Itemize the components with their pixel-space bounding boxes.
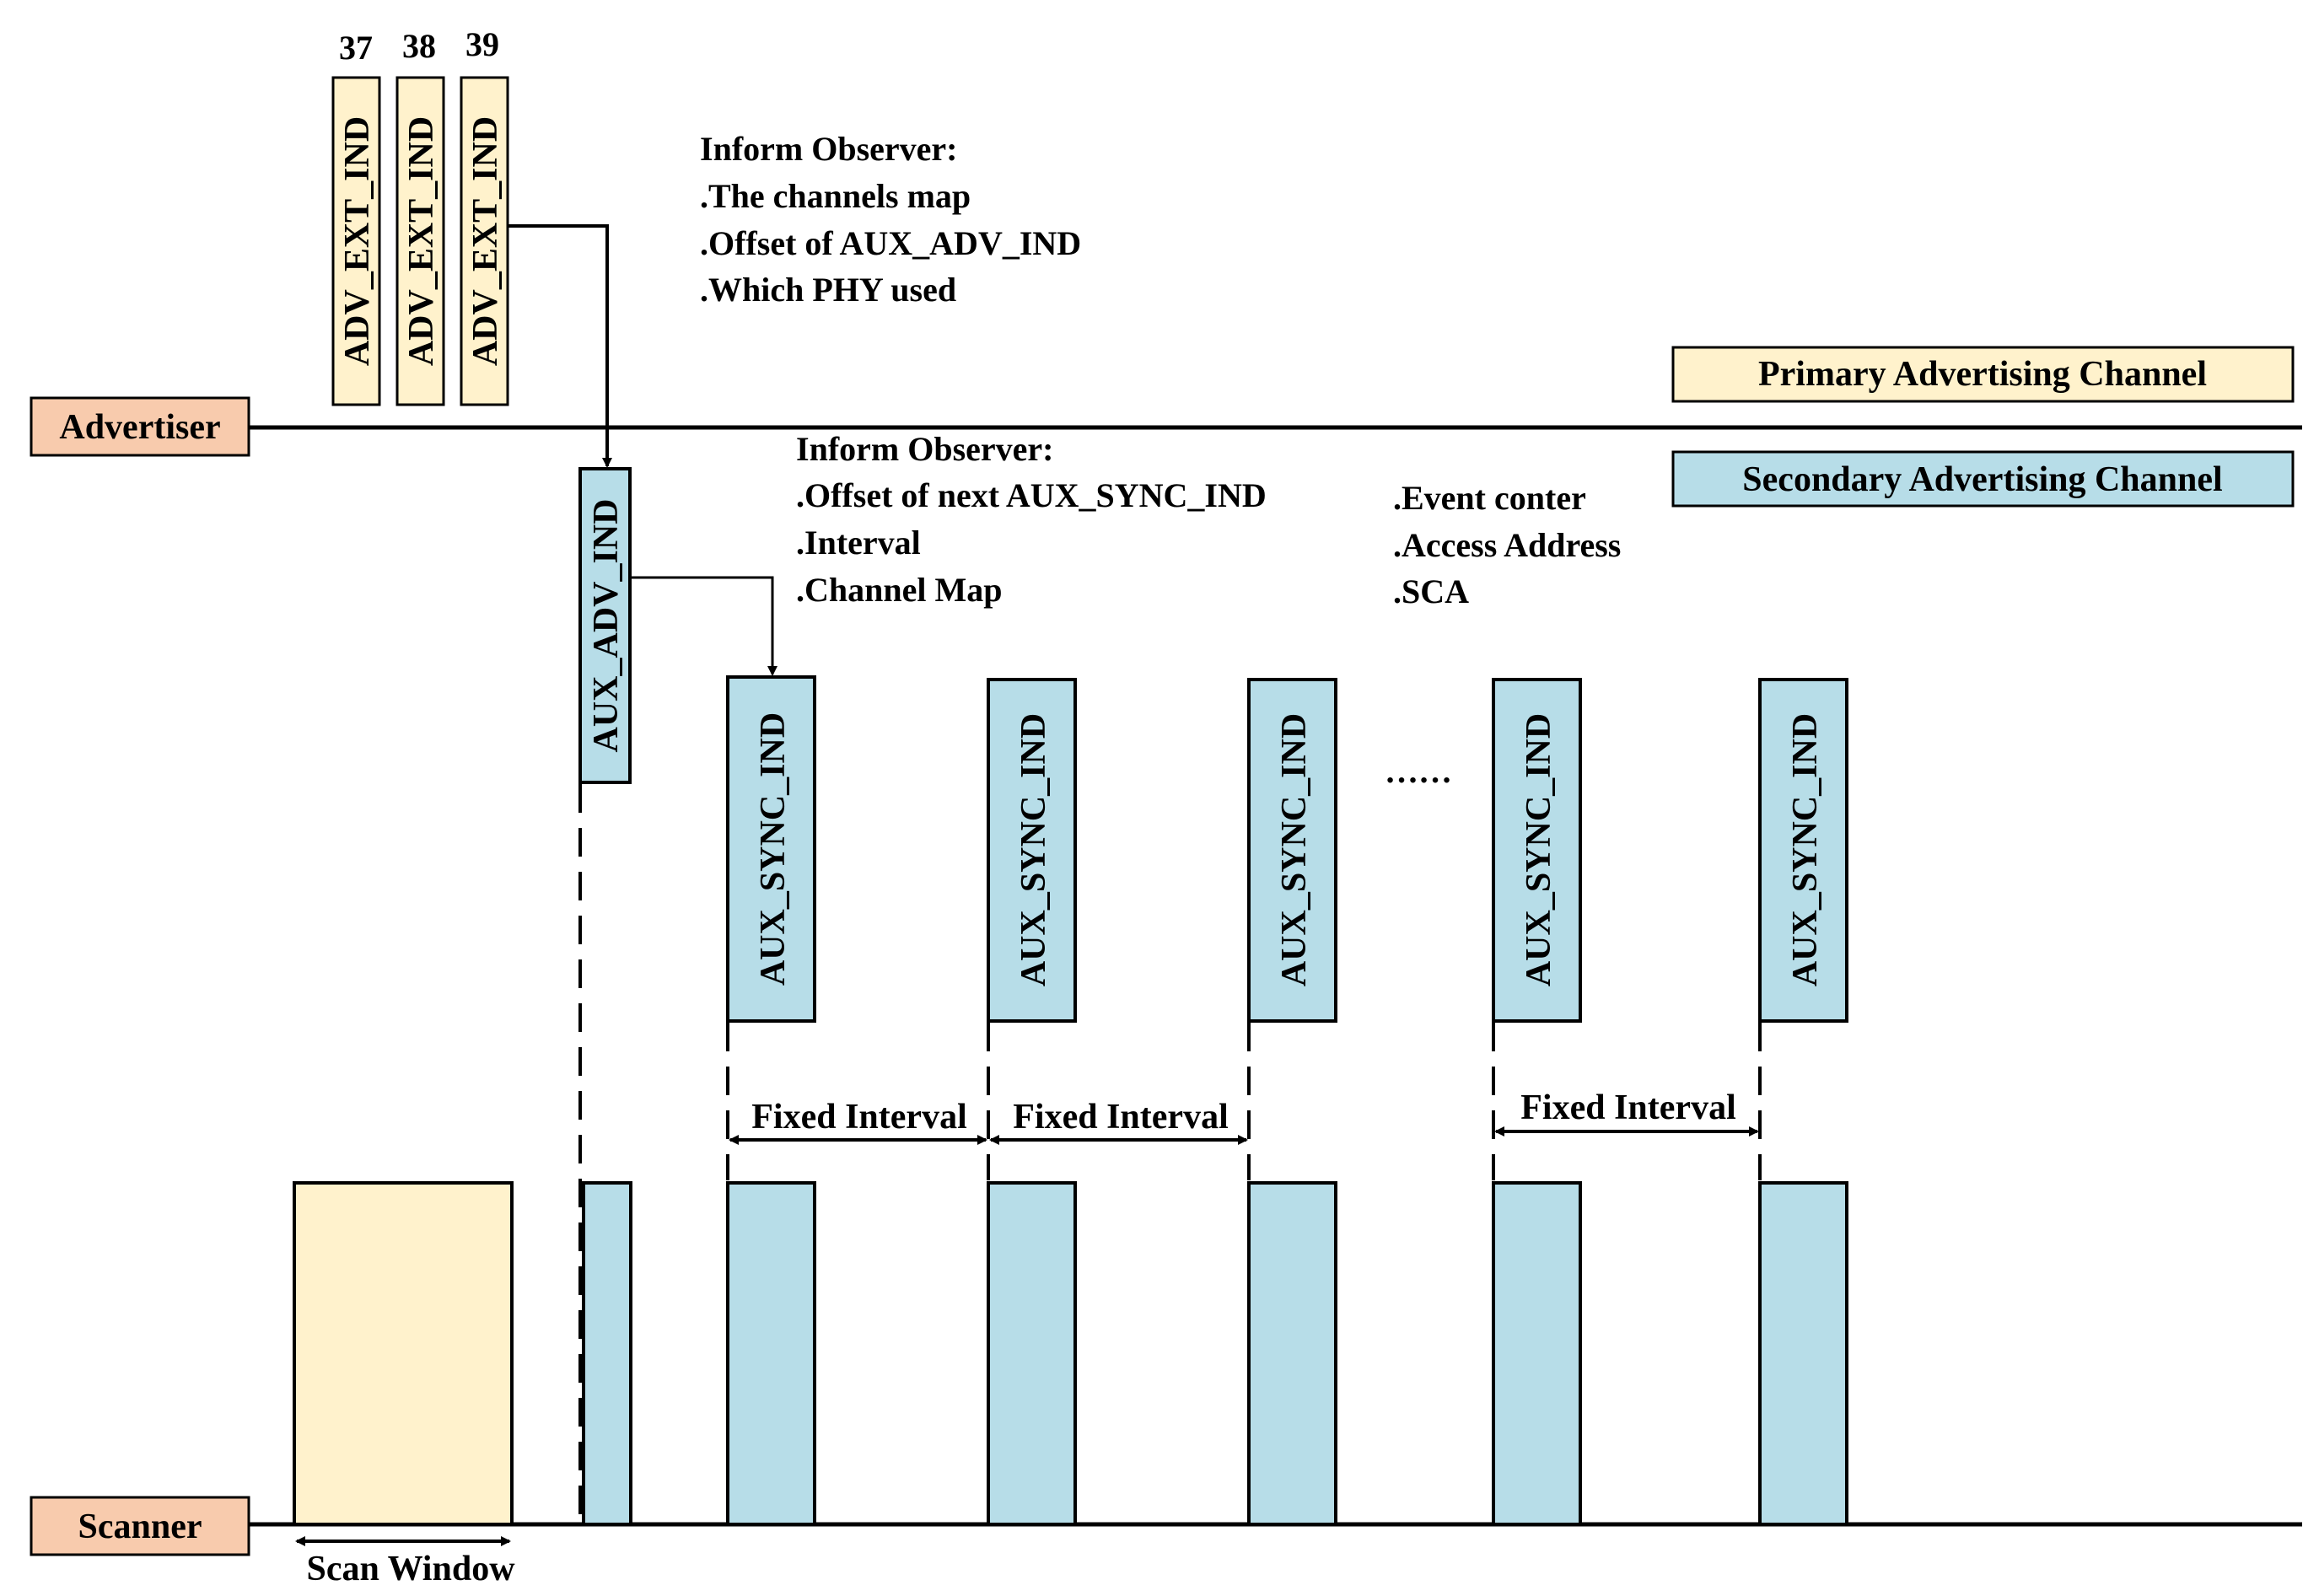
note2-line-3: .Channel Map	[796, 571, 1003, 609]
legend-secondary: Secondary Advertising Channel	[1671, 450, 2295, 508]
note2-line-2: .Interval	[796, 524, 921, 562]
fixed-interval-label-1: Fixed Interval	[751, 1098, 966, 1137]
note1-line-1: .The channels map	[700, 177, 971, 215]
aux-sync-ind-5: AUX_SYNC_IND	[1758, 678, 1848, 1023]
scanner-actor: Scanner	[30, 1496, 250, 1556]
legend-primary-label: Primary Advertising Channel	[1758, 355, 2207, 394]
adv-ext-ind-37: ADV_EXT_IND	[331, 76, 381, 406]
channel-39: 39	[465, 25, 499, 63]
aux-sync-ind-1: AUX_SYNC_IND	[726, 675, 816, 1023]
scan-window-block	[293, 1181, 514, 1526]
scanner-sync-block-2	[987, 1181, 1077, 1526]
aux-adv-ind: AUX_ADV_IND	[578, 467, 632, 784]
advertiser-actor: Advertiser	[30, 396, 250, 457]
aux-sync-ind-4-label: AUX_SYNC_IND	[1520, 713, 1558, 986]
channel-37: 37	[339, 29, 373, 67]
aux-adv-ind-label: AUX_ADV_IND	[587, 499, 626, 753]
arrow-aux-adv-to-aux-sync	[630, 576, 777, 676]
aux-sync-ind-2-label: AUX_SYNC_IND	[1014, 713, 1053, 986]
aux-sync-ind-5-label: AUX_SYNC_IND	[1786, 713, 1825, 986]
adv-ext-ind-39-label: ADV_EXT_IND	[466, 116, 505, 366]
note1-line-2: .Offset of AUX_ADV_IND	[700, 224, 1081, 262]
aux-sync-ind-3: AUX_SYNC_IND	[1247, 678, 1337, 1023]
note3-line-2: .SCA	[1393, 572, 1469, 610]
scanner-sync-block-5	[1758, 1181, 1848, 1526]
fixed-interval-label-3: Fixed Interval	[1520, 1088, 1735, 1127]
note-sync-params: .Event conter .Access Address .SCA	[1393, 479, 1621, 610]
aux-sync-ind-1-label: AUX_SYNC_IND	[754, 712, 793, 986]
scanner-aux-adv-block	[582, 1181, 632, 1526]
fixed-interval-label-2: Fixed Interval	[1013, 1098, 1228, 1137]
channel-38: 38	[402, 27, 436, 65]
scanner-sync-block-4	[1492, 1181, 1582, 1526]
dashed-connectors	[578, 784, 1762, 1524]
note2-line-1: .Offset of next AUX_SYNC_IND	[796, 476, 1267, 514]
advertiser-label: Advertiser	[59, 408, 220, 447]
note-inform-observer-1: Inform Observer: .The channels map .Offs…	[700, 130, 1081, 309]
legend-secondary-label: Secondary Advertising Channel	[1742, 460, 2222, 499]
adv-ext-ind-38-label: ADV_EXT_IND	[402, 116, 441, 366]
ellipsis: ……	[1385, 752, 1452, 790]
scanner-sync-block-3	[1247, 1181, 1337, 1526]
note3-line-0: .Event conter	[1393, 479, 1586, 517]
note2-line-0: Inform Observer:	[796, 430, 1053, 468]
scan-window-label: Scan Window	[306, 1550, 515, 1588]
legend-primary: Primary Advertising Channel	[1671, 346, 2295, 403]
adv-ext-ind-38: ADV_EXT_IND	[395, 76, 445, 406]
aux-sync-ind-4: AUX_SYNC_IND	[1492, 678, 1582, 1023]
adv-ext-ind-37-label: ADV_EXT_IND	[338, 116, 377, 366]
scanner-label: Scanner	[78, 1507, 202, 1546]
adv-ext-ind-39: ADV_EXT_IND	[460, 76, 509, 406]
note3-line-1: .Access Address	[1393, 526, 1621, 564]
note1-line-3: .Which PHY used	[700, 271, 956, 309]
note-inform-observer-2: Inform Observer: .Offset of next AUX_SYN…	[796, 430, 1267, 609]
aux-sync-ind-3-label: AUX_SYNC_IND	[1275, 713, 1314, 986]
arrow-adv-ext-to-aux-adv	[508, 224, 612, 468]
note1-line-0: Inform Observer:	[700, 130, 957, 168]
scanner-sync-block-1	[726, 1181, 816, 1526]
aux-sync-ind-2: AUX_SYNC_IND	[987, 678, 1077, 1023]
